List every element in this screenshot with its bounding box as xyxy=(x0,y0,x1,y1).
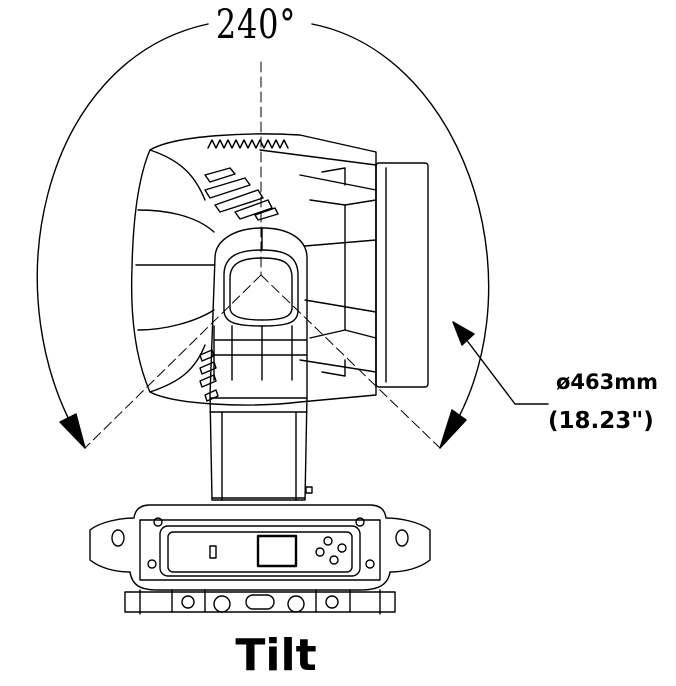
center-lines xyxy=(84,61,441,449)
head-body xyxy=(130,133,377,406)
rotation-arc-left xyxy=(36,23,209,449)
rotation-angle-label: 240° xyxy=(215,2,297,48)
arrowhead-left xyxy=(59,413,86,449)
front-lens xyxy=(375,162,429,388)
arrowhead-right xyxy=(439,409,467,449)
diameter-inch-label: (18.23") xyxy=(548,408,654,434)
rotation-arc-right xyxy=(311,23,490,449)
yoke-arm xyxy=(209,227,313,501)
diameter-mm-label: ø463mm xyxy=(556,370,659,394)
dimension-leader xyxy=(452,321,549,405)
view-title: Tilt xyxy=(235,630,317,681)
base xyxy=(89,504,431,615)
